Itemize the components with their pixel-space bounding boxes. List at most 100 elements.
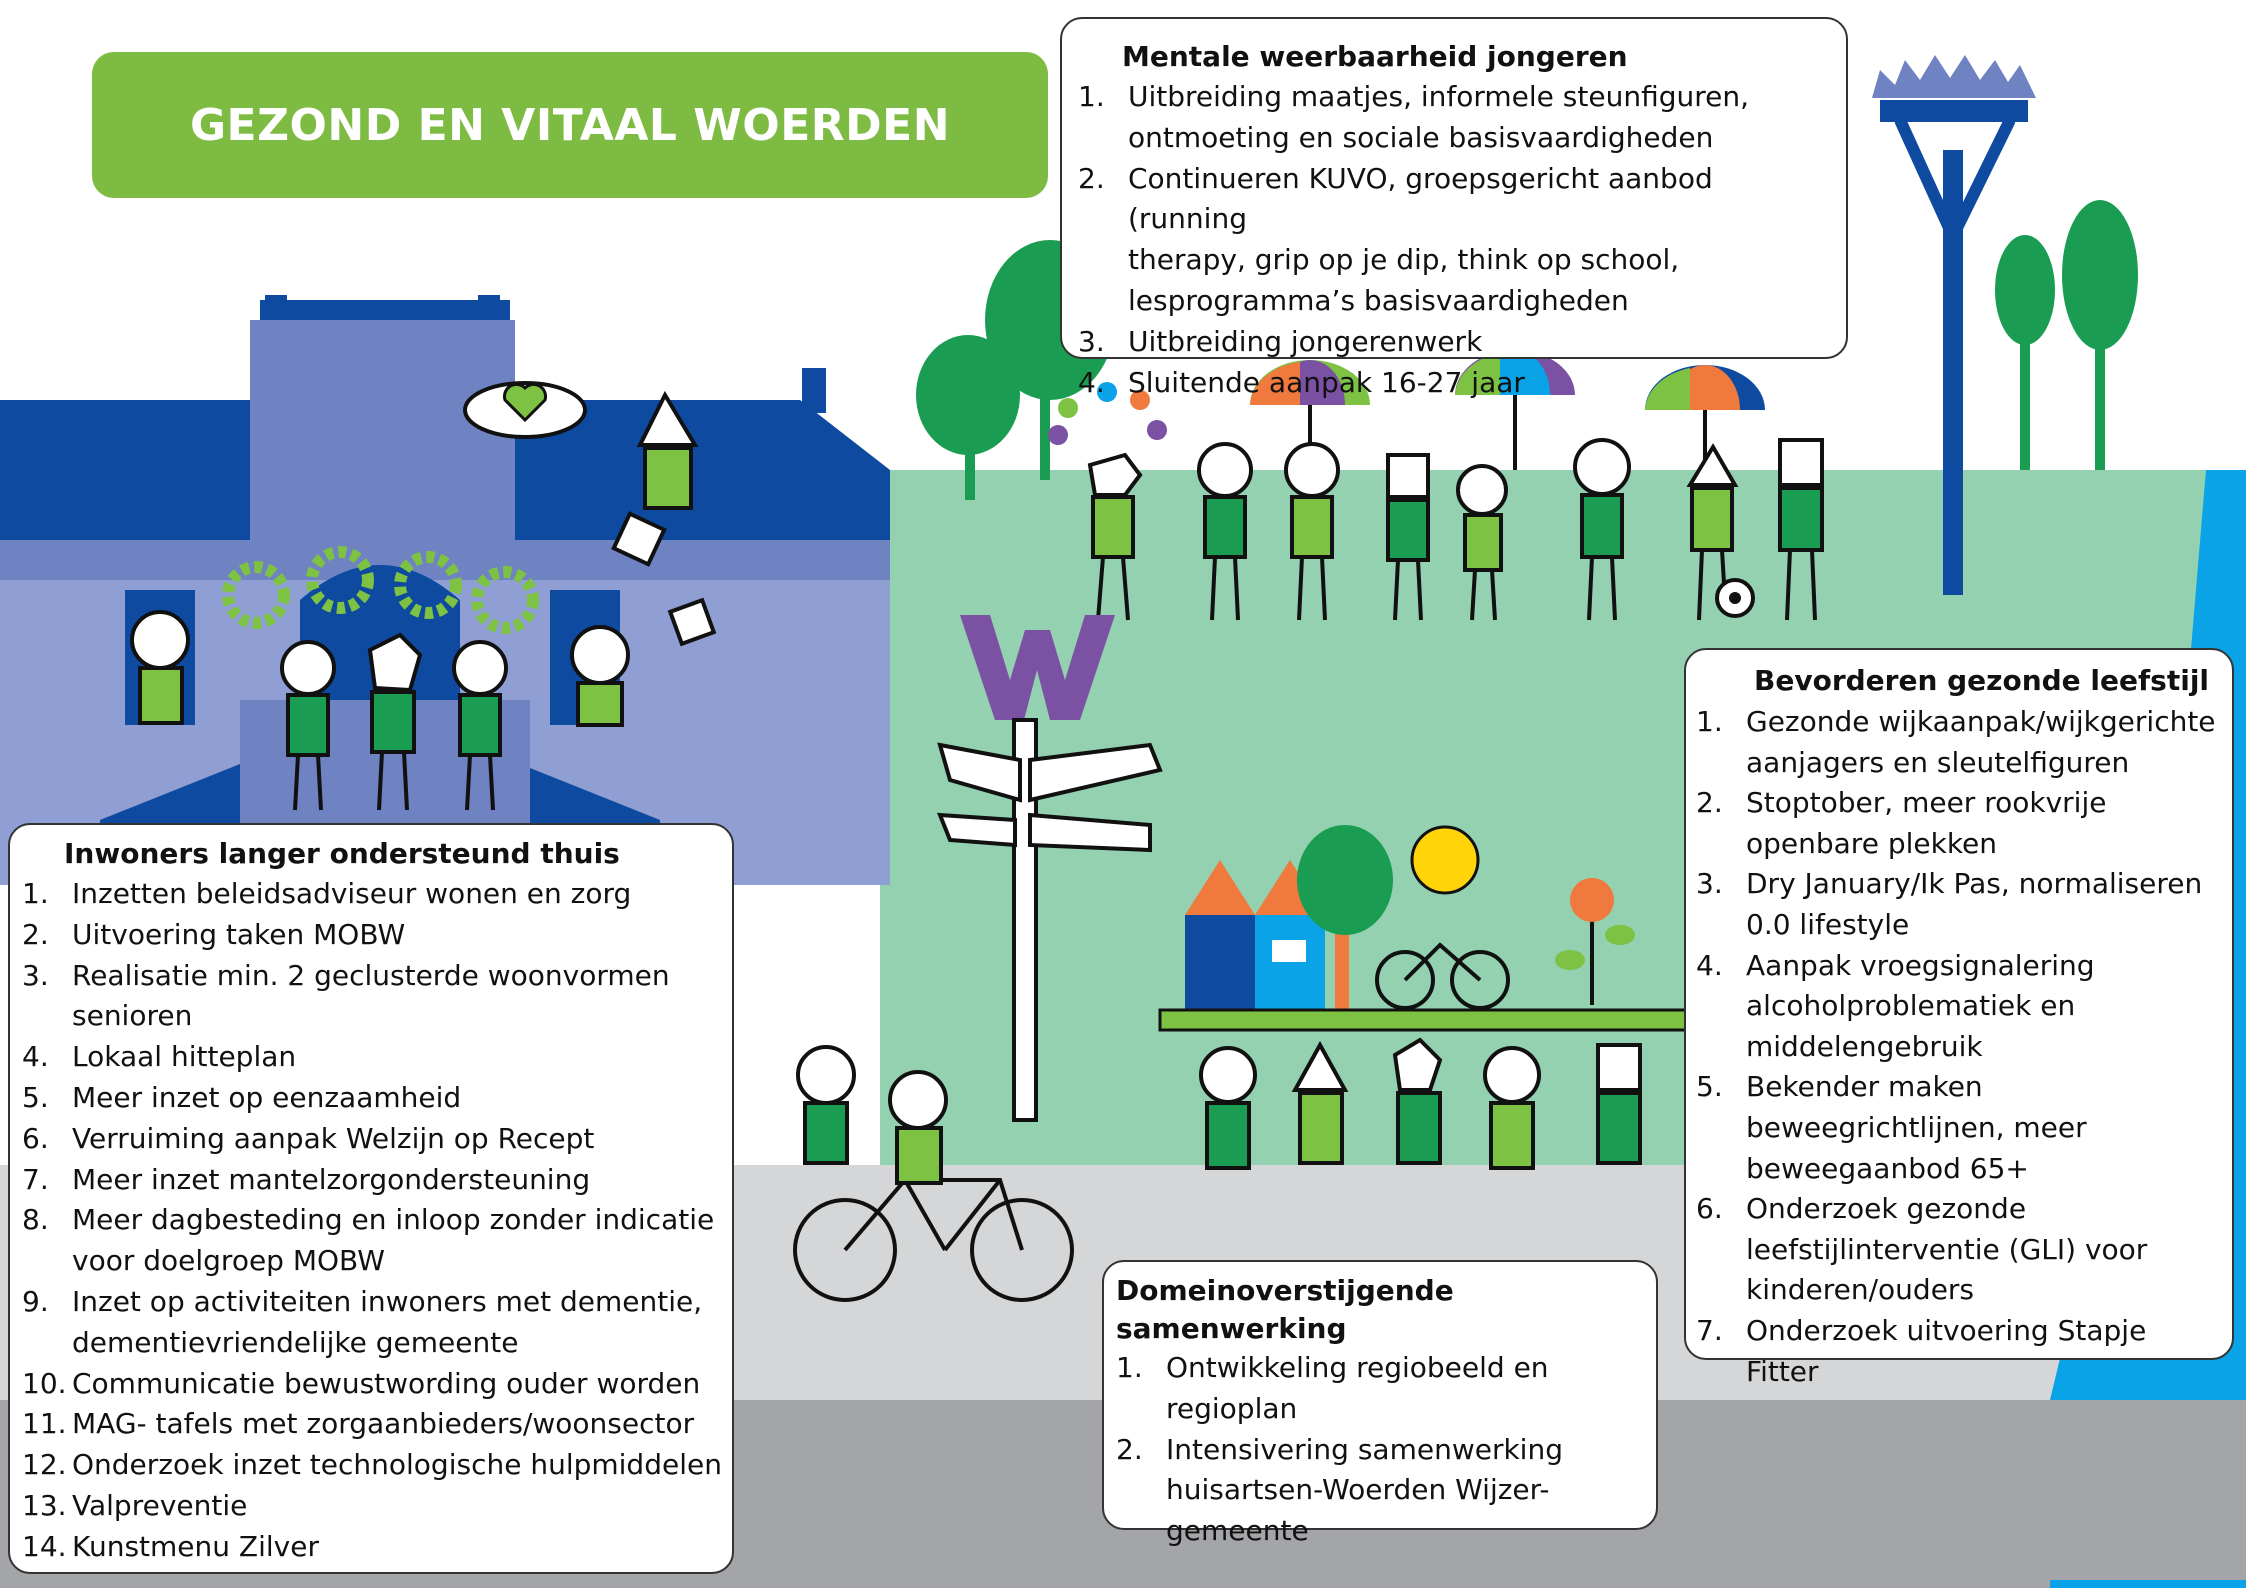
list-item-line: alcoholproblematiek en	[1746, 989, 2076, 1023]
list-item-line: Uitvoering taken MOBW	[72, 917, 406, 951]
list-item: 2. Uitvoering taken MOBW	[22, 915, 724, 956]
list-item: 7. Onderzoek uitvoering Stapje Fitter	[1696, 1311, 2222, 1392]
gear-icon	[222, 546, 539, 634]
list-item: 1. Uitbreiding maatjes, informele steunfi…	[1078, 77, 1830, 159]
list-item-text: Meer inzet mantelzorgondersteuning	[72, 1160, 724, 1201]
list-item-text: Meer dagbesteding en inloop zonder indic…	[72, 1200, 724, 1282]
list-item-number: 13.	[22, 1488, 67, 1522]
list-item-line: Aanpak vroegsignalering	[1746, 948, 2095, 982]
youth-group	[1087, 438, 1824, 621]
list-item-line: Meer inzet op eenzaamheid	[72, 1080, 462, 1114]
list-item-number: 3.	[1078, 324, 1105, 358]
list-item-line: Realisatie min. 2 geclusterde woonvormen	[72, 958, 670, 992]
list-item-line: beweegrichtlijnen, meer	[1746, 1110, 2087, 1144]
list-item-number: 6.	[1696, 1192, 1723, 1226]
list-item-line: Onderzoek inzet technologische hulpmidde…	[72, 1448, 722, 1482]
puzzle-piece-icon	[611, 511, 717, 647]
list-item-line: leefstijlinterventie (GLI) voor	[1746, 1232, 2148, 1266]
list-item-number: 8.	[22, 1203, 49, 1237]
list-item-number: 3.	[22, 958, 49, 992]
list-item-number: 1.	[1078, 80, 1105, 113]
flower-icon	[1555, 878, 1635, 1005]
list-item-text: Verruiming aanpak Welzijn op Recept	[72, 1119, 724, 1160]
list-item-number: 2.	[1116, 1432, 1143, 1466]
list-item-line: voor doelgroep MOBW	[72, 1244, 385, 1278]
list-item-number: 10.	[22, 1366, 67, 1400]
list-item-number: 2.	[22, 917, 49, 951]
list-item: 1. Inzetten beleidsadviseur wonen en zorg	[22, 874, 724, 915]
list-item-text: Uitbreiding jongerenwerk	[1128, 322, 1830, 363]
list-item-line: Uitbreiding jongerenwerk	[1128, 324, 1483, 358]
list-item: 5. Bekender maken beweegrichtlijnen, meer b…	[1696, 1067, 2222, 1189]
list-item-line: Uitbreiding maatjes, informele steunfigu…	[1128, 80, 1750, 113]
list-item-line: Onderzoek gezonde	[1746, 1192, 2027, 1226]
list-item-line: Dry January/Ik Pas, normaliseren	[1746, 867, 2203, 901]
heart-speech-bubble-icon	[463, 381, 587, 439]
list-item-line: Stoptober, meer rookvrije	[1746, 786, 2107, 820]
section-list: 1. Uitbreiding maatjes, informele steunfi…	[1078, 77, 1830, 403]
list-item: 4. Sluitende aanpak 16-27 jaar	[1078, 363, 1830, 404]
tree-icon	[1297, 825, 1393, 1010]
list-item-number: 5.	[22, 1080, 49, 1114]
list-item-number: 9.	[22, 1284, 49, 1318]
list-item-number: 1.	[22, 877, 49, 910]
list-item-text: Valpreventie	[72, 1486, 724, 1527]
platform-carriers	[1199, 1037, 1642, 1170]
list-item-line: beweegaanbod 65+	[1746, 1151, 2029, 1185]
list-item-line: Inzet op activiteiten inwoners met demen…	[72, 1284, 703, 1318]
list-item-line: Bekender maken	[1746, 1070, 1983, 1104]
list-item-line: Valpreventie	[72, 1488, 248, 1522]
list-item-text: Meer inzet op eenzaamheid	[72, 1078, 724, 1119]
list-item-number: 6.	[22, 1121, 49, 1155]
town-hall-building	[0, 295, 890, 885]
section-heading: Inwoners langer ondersteund thuis	[64, 837, 620, 870]
list-item-text: Onderzoek uitvoering Stapje Fitter	[1746, 1311, 2222, 1392]
list-item-text: Continueren KUVO, groepsgericht aanbod (…	[1128, 159, 1830, 322]
langer-thuis-box: Inwoners langer ondersteund thuis 1. Inze…	[8, 823, 734, 1574]
list-item-line: middelengebruik	[1746, 1029, 1983, 1063]
list-item-text: Sluitende aanpak 16-27 jaar	[1128, 363, 1830, 404]
section-heading: Mentale weerbaarheid jongeren	[1122, 40, 1628, 73]
list-item-number: 11.	[22, 1407, 67, 1441]
umbrella-icon	[1250, 350, 1765, 470]
page-title: GEZOND EN VITAAL WOERDEN	[189, 99, 951, 151]
list-item-line: openbare plekken	[1746, 826, 1998, 860]
list-item-number: 2.	[1696, 786, 1723, 820]
list-item-line: Verruiming aanpak Welzijn op Recept	[72, 1121, 595, 1155]
list-item-text: Inzetten beleidsadviseur wonen en zorg	[72, 874, 724, 915]
list-item-number: 1.	[1116, 1351, 1143, 1384]
gezonde-leefstijl-box: Bevorderen gezonde leefstijl 1.Gezonde w…	[1684, 648, 2234, 1388]
list-item: 4. Aanpak vroegsignalering alcoholproblema…	[1696, 946, 2222, 1068]
list-item: 6. Verruiming aanpak Welzijn op Recept	[22, 1119, 724, 1160]
list-item: 10.Communicatie bewustwording ouder word…	[22, 1364, 724, 1405]
list-item: 6. Onderzoek gezonde leefstijlinterventie …	[1696, 1189, 2222, 1311]
list-item-number: 14.	[22, 1529, 67, 1563]
juggling-balls-icon	[1048, 382, 1167, 445]
list-item: 4.Lokaal hitteplan	[22, 1037, 724, 1078]
list-item: 3. Realisatie min. 2 geclusterde woonvorm…	[22, 956, 724, 1038]
list-item-number: 4.	[1078, 365, 1105, 399]
list-item: 7. Meer inzet mantelzorgondersteuning	[22, 1160, 724, 1201]
sun-icon	[1410, 825, 1480, 895]
list-item-text: Bekender maken beweegrichtlijnen, meer bew…	[1746, 1067, 2222, 1189]
list-item-number: 7.	[22, 1162, 49, 1196]
list-item-number: 3.	[1696, 867, 1723, 901]
list-item-text: Communicatie bewustwording ouder worden	[72, 1364, 724, 1405]
bicycle-icon	[1375, 942, 1510, 1010]
letter-w-icon	[960, 615, 1115, 720]
list-item-line: Ontwikkeling regiobeeld en	[1166, 1351, 1549, 1384]
list-item-number: 5.	[1696, 1070, 1723, 1104]
list-item-number: 4.	[1696, 948, 1723, 982]
list-item-number: 2.	[1078, 161, 1105, 195]
list-item: 2. Continueren KUVO, groepsgericht aanbod…	[1078, 159, 1830, 322]
list-item-number: 7.	[1696, 1313, 1723, 1347]
title-banner: GEZOND EN VITAAL WOERDEN	[92, 52, 1048, 198]
signpost-icon	[936, 718, 1163, 1122]
platform	[1158, 1008, 1697, 1032]
